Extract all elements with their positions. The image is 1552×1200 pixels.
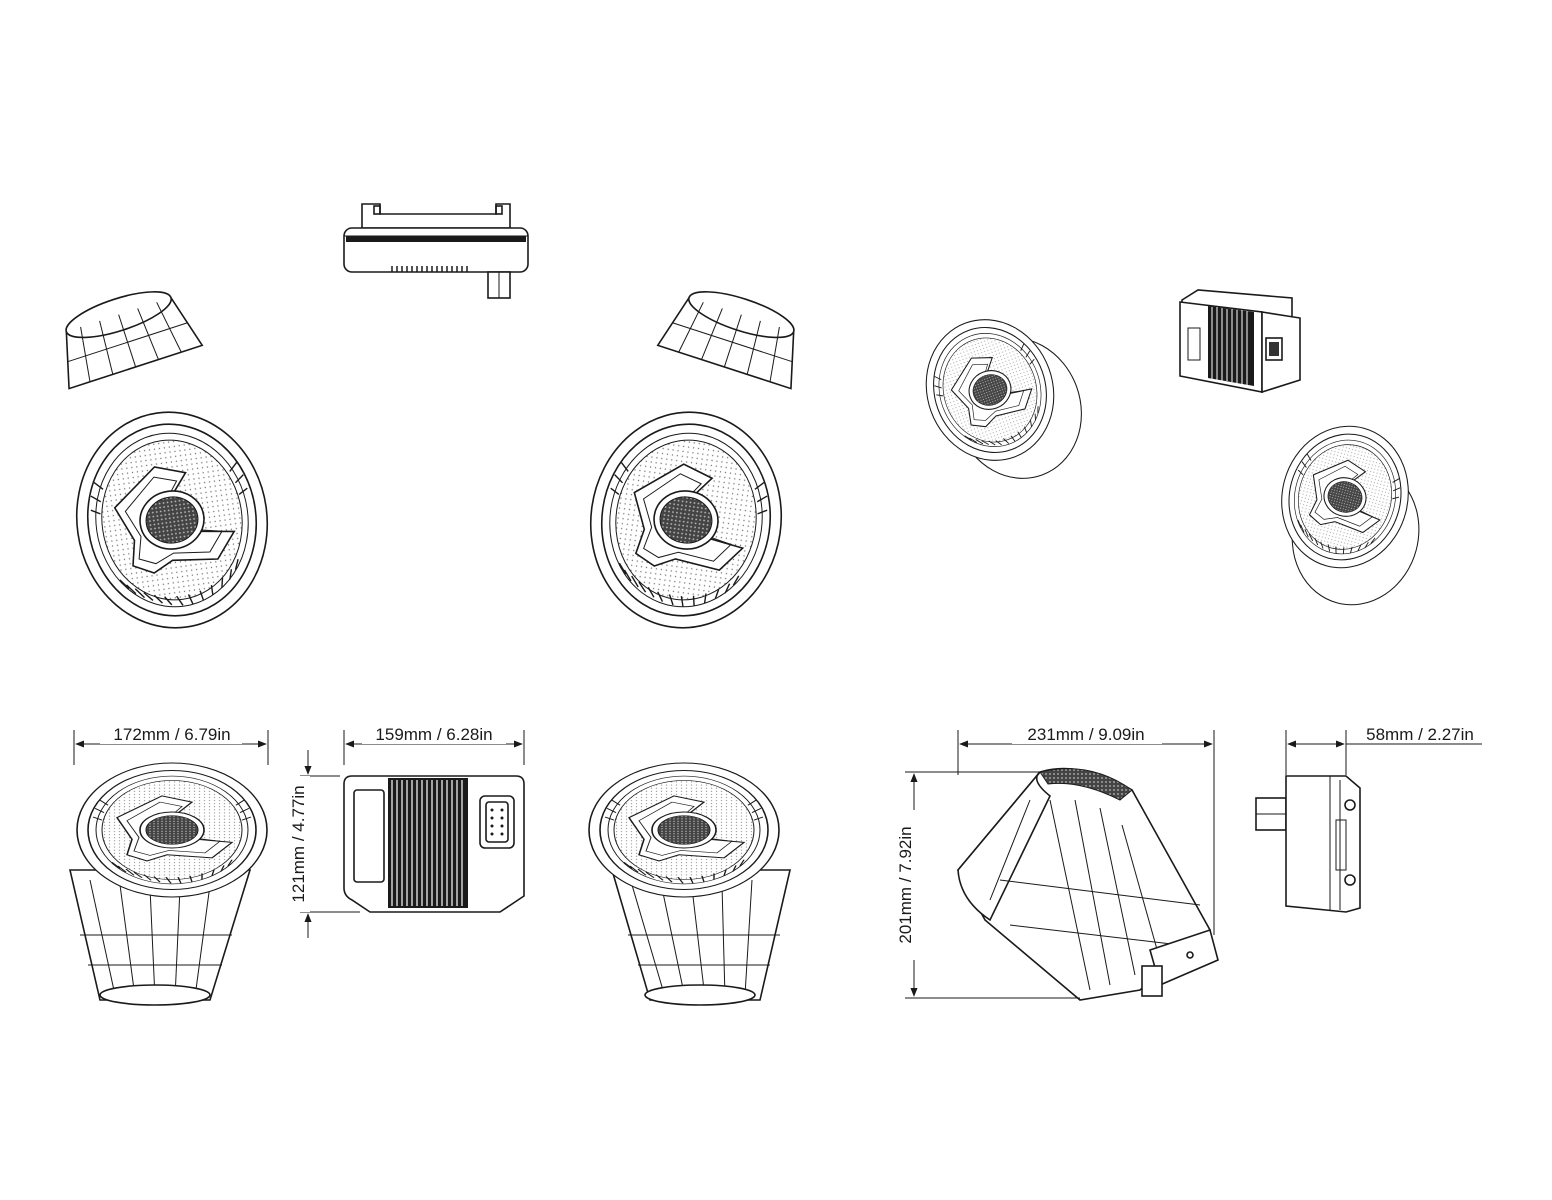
amp-iso [1179,289,1301,394]
speaker-pair-iso [906,301,1425,606]
amp-side [1255,775,1361,913]
dim-speaker-width: 172mm / 6.79in [73,722,269,765]
dim-speaker-width-label: 172mm / 6.79in [113,725,230,744]
speaker-bottom-left [68,762,268,1006]
speaker-bottom-right [588,762,792,1006]
dim-amp-height-label: 121mm / 4.77in [289,785,308,902]
dim-speaker-side-height: 201mm / 7.92in [894,771,1080,999]
dim-amp-depth-label: 58mm / 2.27in [1366,725,1474,744]
dim-speaker-side-width: 231mm / 9.09in [957,722,1215,935]
speaker-front-left [46,277,282,641]
dim-speaker-side-width-label: 231mm / 9.09in [1027,725,1144,744]
dim-amp-height: 121mm / 4.77in [288,750,360,938]
amp-front [343,775,525,913]
dim-amp-depth: 58mm / 2.27in [1285,725,1482,775]
dim-speaker-side-height-label: 201mm / 7.92in [896,826,915,943]
amp-top-view [343,203,529,299]
speaker-front-right [576,277,814,641]
dim-amp-width: 159mm / 6.28in [343,722,525,765]
dim-amp-width-label: 159mm / 6.28in [375,725,492,744]
speaker-side [957,767,1219,1001]
